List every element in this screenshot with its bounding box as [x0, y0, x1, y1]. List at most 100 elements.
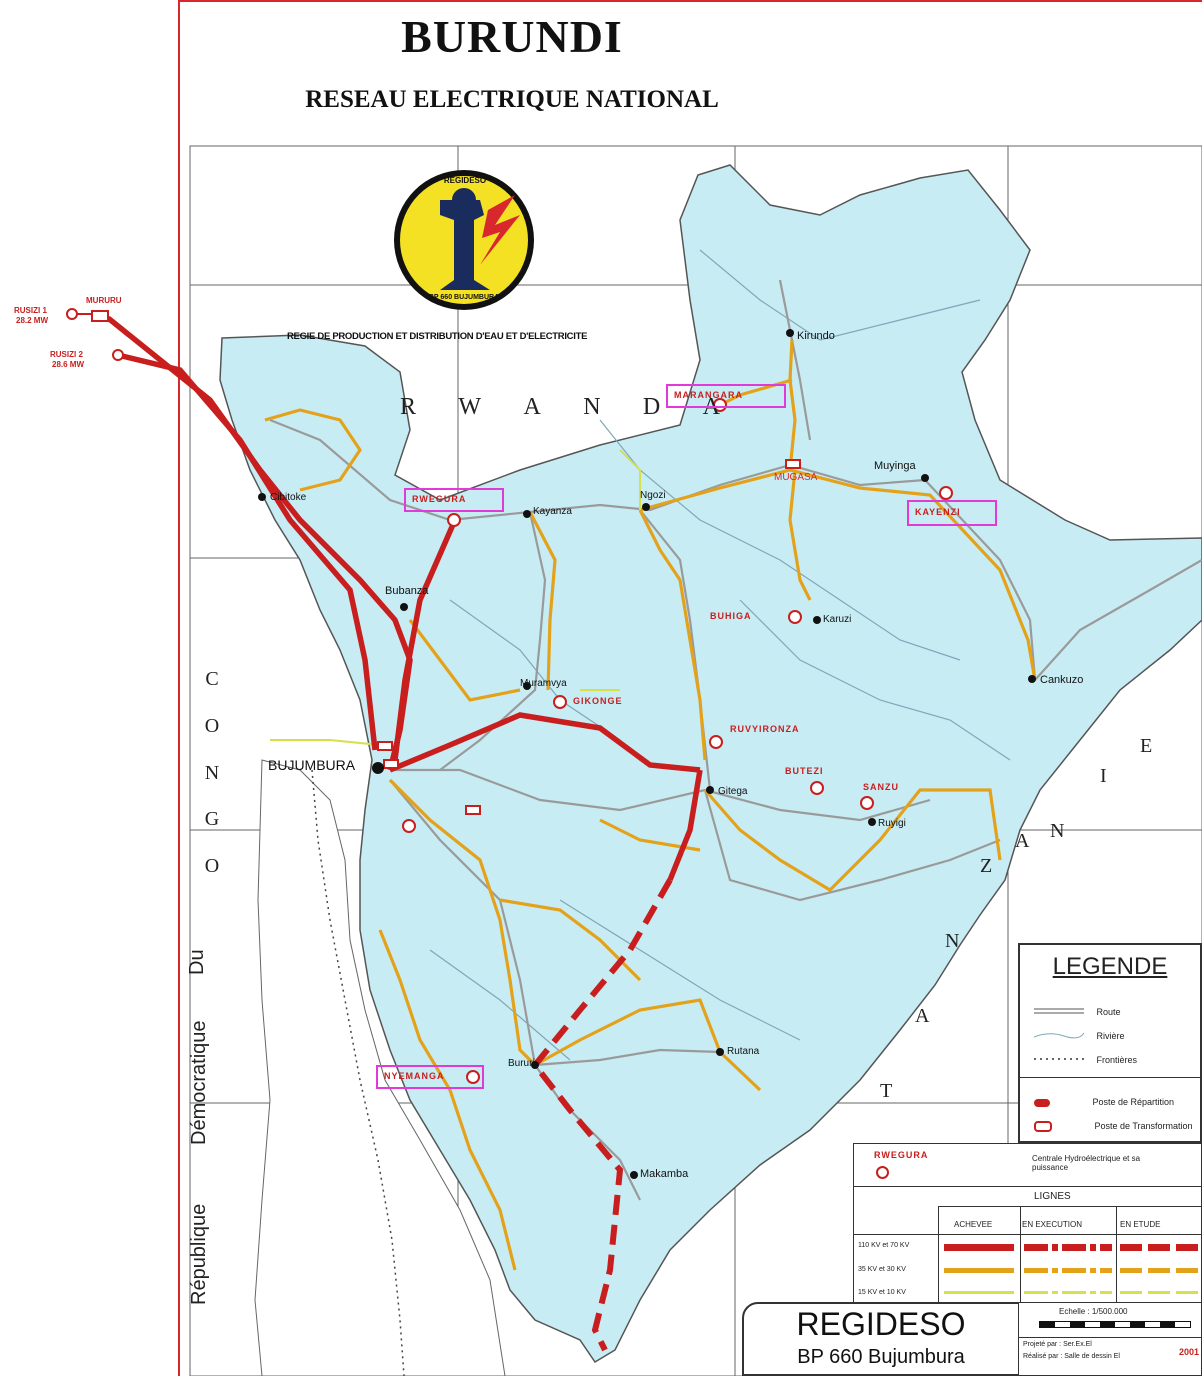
- legend-route-label: Route: [1096, 1007, 1121, 1017]
- letter: A: [523, 394, 541, 420]
- label-rdc-democratique: Démocratique: [188, 1020, 210, 1145]
- scale-bar: [1039, 1321, 1191, 1328]
- lines-vline-1: [938, 1206, 939, 1304]
- legend-poste-repartition: Poste de Répartition: [1034, 1097, 1174, 1107]
- col-en-execution: EN EXECUTION: [1022, 1220, 1083, 1229]
- swatch-mv-execution: [1024, 1268, 1112, 1273]
- river-symbol: [1033, 1032, 1085, 1039]
- letter: N: [945, 930, 960, 952]
- col-achevee: ACHEVEE: [954, 1220, 993, 1229]
- hydro-ruvyironza: RUVYIRONZA: [730, 724, 800, 734]
- centrale-sample: RWEGURA: [874, 1150, 929, 1160]
- letter: O: [204, 855, 220, 877]
- hydro-box-kayenzi: KAYENZI: [907, 500, 997, 526]
- map-subtitle: RESEAU ELECTRIQUE NATIONAL: [305, 86, 719, 113]
- letter: A: [915, 1005, 930, 1027]
- city-bururi: Bururi: [508, 1058, 535, 1069]
- hydro-box-marangara: MARANGARA: [666, 384, 786, 408]
- footer-org: REGIDESO: [796, 1306, 966, 1342]
- letter: R: [400, 394, 417, 420]
- letter: D: [642, 394, 661, 420]
- hydro-box-rwegura: RWEGURA: [404, 488, 504, 512]
- route-symbol: [1034, 1008, 1084, 1014]
- letter: I: [1100, 765, 1107, 787]
- centrale-icon: [876, 1166, 889, 1179]
- footer-address: BP 660 Bujumbura: [797, 1346, 965, 1368]
- hydro-butezi: BUTEZI: [785, 766, 824, 776]
- letter: A: [1015, 830, 1030, 852]
- lines-divider-1: [854, 1186, 1201, 1187]
- col-en-etude: EN ETUDE: [1120, 1220, 1161, 1229]
- map-title: BURUNDI: [401, 11, 623, 62]
- lines-vline-3: [1116, 1206, 1117, 1304]
- label-mururu: MURURU: [86, 296, 122, 305]
- legend-riviere-label: Rivière: [1096, 1031, 1125, 1041]
- hv-lines: [106, 315, 703, 882]
- legend-box: LEGENDE Route Rivière Frontières Poste d…: [1018, 943, 1202, 1143]
- letter: G: [204, 808, 220, 831]
- row-lv: 15 KV et 10 KV: [858, 1289, 906, 1296]
- swatch-lv-execution: [1024, 1291, 1112, 1294]
- roads: [269, 279, 1202, 1201]
- hv-line-planned: [531, 878, 673, 1352]
- city-bubanza: Bubanza: [385, 585, 429, 597]
- lines-legend-box: RWEGURA Centrale Hydroélectrique et sa p…: [853, 1143, 1202, 1304]
- label-rusizi2: RUSIZI 2: [50, 350, 83, 359]
- legend-poste-repartition-label: Poste de Répartition: [1092, 1097, 1175, 1107]
- lines-divider-3: [854, 1234, 1201, 1235]
- label-tanzanie: T A N Z A N I E: [870, 735, 1170, 1102]
- letter: W: [458, 394, 482, 420]
- label-rusizi1-power: 28.2 MW: [16, 316, 49, 325]
- lines-title: LIGNES: [1034, 1191, 1071, 1202]
- row-hv: 110 KV et 70 KV: [858, 1242, 910, 1249]
- hydro-sanzu: SANZU: [863, 782, 899, 792]
- letter: T: [880, 1080, 893, 1102]
- regideso-logo: [394, 170, 534, 310]
- label-rwanda: R W A N D A: [400, 394, 720, 421]
- scale-divider: [1019, 1337, 1201, 1338]
- city-ruyigi: Ruyigi: [878, 818, 906, 829]
- legend-frontieres-label: Frontières: [1096, 1055, 1138, 1065]
- row-mv: 35 KV et 30 KV: [858, 1266, 906, 1273]
- lake-tanganyika: [254, 759, 506, 1376]
- projete-text: Projeté par : Ser.Ex.El: [1023, 1341, 1092, 1348]
- footer-year: 2001: [1178, 1347, 1199, 1357]
- burundi-land: [219, 164, 1202, 1364]
- scale-label: Echelle : 1/500.000: [1059, 1307, 1128, 1316]
- substations: [377, 398, 953, 1084]
- legend-title: LEGENDE: [1052, 953, 1168, 980]
- city-karuzi: Karuzi: [823, 614, 852, 625]
- legend-poste-transformation: Poste de Transformation: [1034, 1121, 1193, 1133]
- hydro-buhiga: BUHIGA: [710, 611, 752, 621]
- city-rutana: Rutana: [727, 1046, 760, 1057]
- label-rusizi2-power: 28.6 MW: [52, 360, 85, 369]
- footer-title-block: REGIDESO BP 660 Bujumbura: [742, 1302, 1020, 1376]
- swatch-hv-etude: [1120, 1244, 1200, 1251]
- city-muyinga: Muyinga: [874, 460, 916, 472]
- city-makamba: Makamba: [640, 1168, 689, 1180]
- legend-poste-transformation-label: Poste de Transformation: [1094, 1121, 1193, 1131]
- city-cibitoke: Cibitoke: [270, 492, 307, 503]
- letter: C: [205, 668, 219, 690]
- legend-divider: [1020, 1077, 1200, 1078]
- city-bujumbura: BUJUMBURA: [268, 757, 356, 773]
- swatch-mv-etude: [1120, 1268, 1200, 1273]
- realise-text: Réalisé par : Salle de dessin El: [1023, 1353, 1120, 1360]
- swatch-hv-achevee: [944, 1244, 1014, 1251]
- city-gitega: Gitega: [718, 786, 748, 797]
- legend-route: Route: [1034, 1007, 1121, 1017]
- lv-lines: [270, 449, 641, 746]
- city-kayanza: Kayanza: [533, 506, 572, 517]
- logo-ring-text-bottom: BP 660 BUJUMBURA: [428, 294, 500, 301]
- city-dots: [258, 329, 1036, 1179]
- regie-text: REGIE DE PRODUCTION ET DISTRIBUTION D'EA…: [287, 331, 588, 342]
- letter: N: [204, 761, 220, 784]
- letter: Z: [980, 855, 993, 877]
- city-muramvya: Muramvya: [520, 678, 567, 689]
- scale-block: Echelle : 1/500.000 Projeté par : Ser.Ex…: [1018, 1302, 1202, 1376]
- label-rdc-du: Du: [186, 949, 208, 975]
- city-kirundo: Kirundo: [797, 330, 835, 342]
- map-sheet: [178, 0, 1202, 1376]
- hydro-box-nyemanga: NYEMANGA: [376, 1065, 484, 1089]
